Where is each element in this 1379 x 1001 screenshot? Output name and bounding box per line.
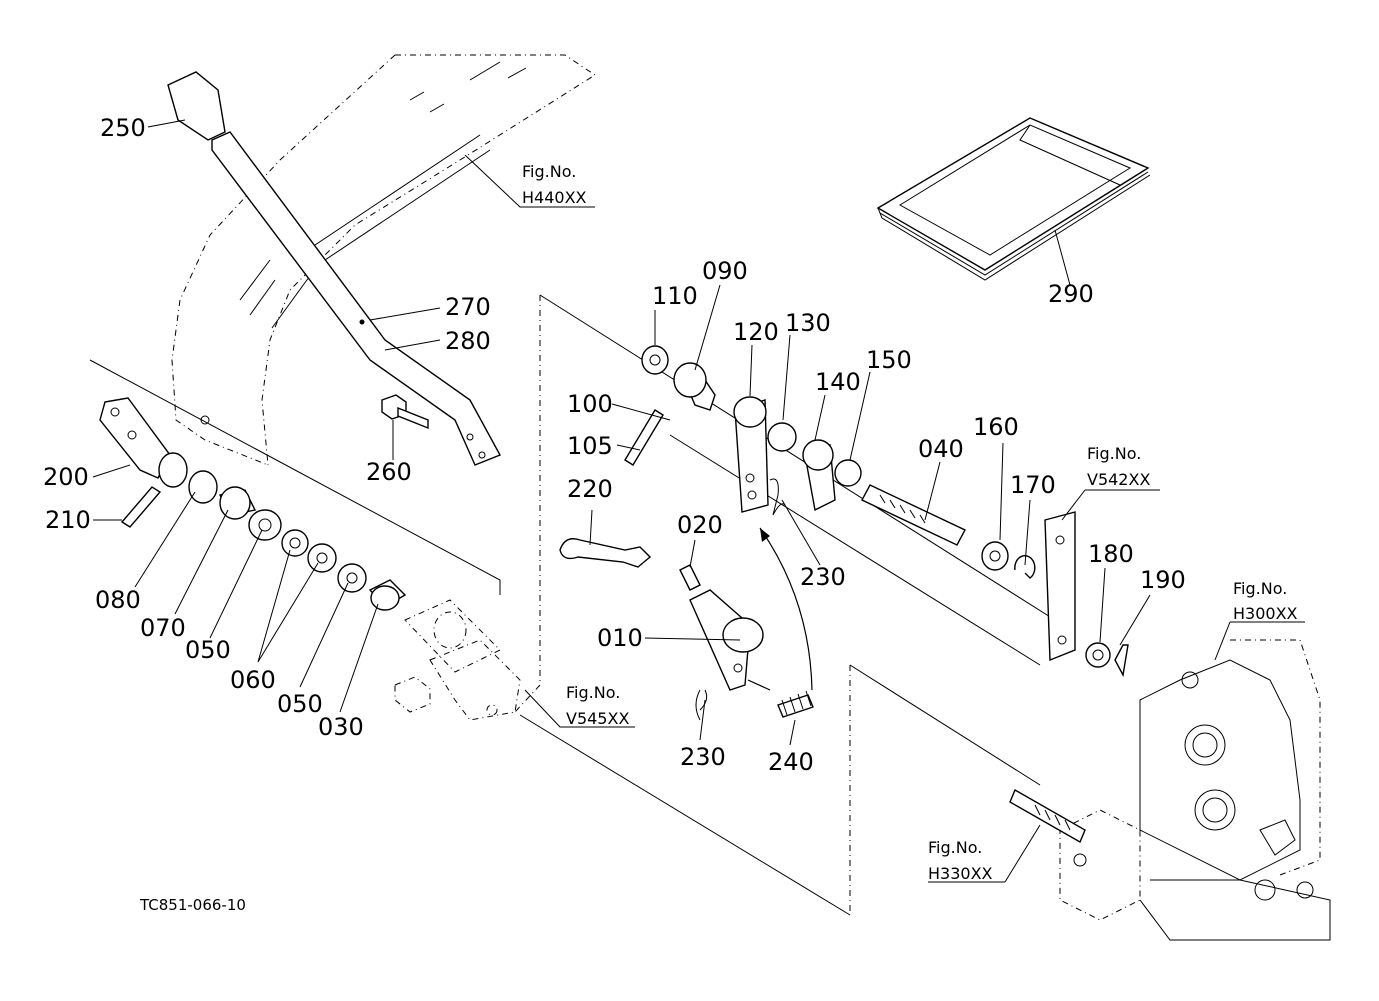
label-250: 250 [100, 114, 146, 142]
label-010: 010 [597, 624, 643, 652]
figure-references: Fig.No. H440XX Fig.No. V542XX Fig.No. H3… [522, 162, 1298, 883]
label-280: 280 [445, 327, 491, 355]
fig-ref-v542-code: V542XX [1087, 470, 1150, 489]
label-140: 140 [815, 368, 861, 396]
label-090: 090 [702, 257, 748, 285]
manual-book [876, 117, 1151, 281]
label-230-a: 230 [800, 563, 846, 591]
transmission-housing [849, 639, 1331, 941]
shaft-housing [394, 295, 851, 916]
label-080: 080 [95, 586, 141, 614]
label-050-b: 050 [277, 690, 323, 718]
gear-lever [167, 71, 501, 466]
label-200: 200 [43, 463, 89, 491]
label-070: 070 [140, 614, 186, 642]
fig-ref-h440-code: H440XX [522, 188, 587, 207]
label-170: 170 [1010, 471, 1056, 499]
fig-ref-v545-label: Fig.No. [566, 683, 620, 702]
label-130: 130 [785, 309, 831, 337]
label-180: 180 [1088, 540, 1134, 568]
label-040: 040 [918, 435, 964, 463]
label-060: 060 [230, 666, 276, 694]
label-160: 160 [973, 413, 1019, 441]
label-190: 190 [1140, 566, 1186, 594]
label-270: 270 [445, 293, 491, 321]
fig-ref-v545-code: V545XX [566, 709, 629, 728]
label-100: 100 [567, 390, 613, 418]
label-120: 120 [733, 318, 779, 346]
fig-ref-h330-label: Fig.No. [928, 838, 982, 857]
fig-ref-h300-label: Fig.No. [1233, 579, 1287, 598]
drawing-code: TC851-066-10 [139, 896, 246, 914]
bolt-260 [381, 394, 429, 430]
fig-ref-v542-label: Fig.No. [1087, 444, 1141, 463]
label-020: 020 [677, 511, 723, 539]
leader-lines [92, 119, 1305, 883]
label-050-a: 050 [185, 636, 231, 664]
label-210: 210 [45, 506, 91, 534]
fig-ref-h300-code: H300XX [1233, 604, 1298, 623]
label-260: 260 [366, 458, 412, 486]
fig-ref-h330-code: H330XX [928, 864, 993, 883]
label-105: 105 [567, 432, 613, 460]
label-030: 030 [318, 713, 364, 741]
label-220: 220 [567, 475, 613, 503]
label-240: 240 [768, 748, 814, 776]
label-290: 290 [1048, 280, 1094, 308]
fig-ref-h440-label: Fig.No. [522, 162, 576, 181]
fender-panel [171, 54, 596, 466]
center-assembly [539, 294, 1129, 721]
part-number-labels: 250 270 280 260 200 210 080 070 050 060 … [43, 114, 1186, 776]
label-230-b: 230 [680, 743, 726, 771]
label-150: 150 [866, 346, 912, 374]
label-110: 110 [652, 282, 698, 310]
